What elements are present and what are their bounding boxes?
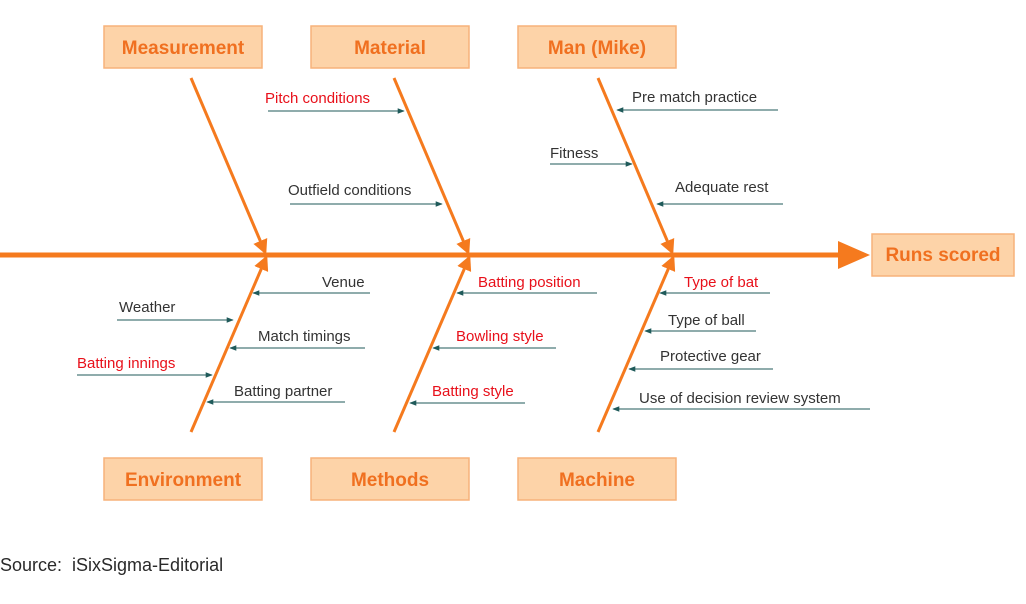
bone-methods <box>392 255 472 433</box>
category-box-methods: Methods <box>310 457 470 501</box>
category-box-man: Man (Mike) <box>517 25 677 69</box>
bone-environment <box>189 255 269 433</box>
category-label-man: Man (Mike) <box>548 38 646 59</box>
category-label-environment: Environment <box>125 470 242 491</box>
cause-label-batting-style: Batting style <box>432 383 514 400</box>
category-label-methods: Methods <box>351 470 429 491</box>
category-box-measurement: Measurement <box>103 25 263 69</box>
cause-label-batting-position: Batting position <box>478 274 581 291</box>
cause-label-match-timings: Match timings <box>258 328 351 345</box>
cause-label-type-of-bat: Type of bat <box>684 274 759 291</box>
cause-label-outfield-conditions: Outfield conditions <box>288 182 411 199</box>
category-label-material: Material <box>354 38 426 59</box>
cause-label-decision-review: Use of decision review system <box>639 390 841 407</box>
effect-box: Runs scored <box>871 233 1015 277</box>
cause-label-venue: Venue <box>322 274 365 291</box>
fishbone-diagram: Runs scored Measurement Material Man (Mi… <box>0 25 1015 501</box>
bone-man <box>596 77 675 255</box>
category-box-machine: Machine <box>517 457 677 501</box>
bone-machine <box>596 255 676 433</box>
cause-label-fitness: Fitness <box>550 145 598 162</box>
category-box-environment: Environment <box>103 457 263 501</box>
cause-label-bowling-style: Bowling style <box>456 328 544 345</box>
cause-label-batting-innings: Batting innings <box>77 355 175 372</box>
category-box-material: Material <box>310 25 470 69</box>
cause-label-adequate-rest: Adequate rest <box>675 179 769 196</box>
cause-label-pre-match-practice: Pre match practice <box>632 89 757 106</box>
spine-arrowhead <box>838 241 870 269</box>
bone-material <box>392 77 471 255</box>
category-label-measurement: Measurement <box>122 38 245 59</box>
cause-label-pitch-conditions: Pitch conditions <box>265 90 370 107</box>
cause-label-weather: Weather <box>119 299 175 316</box>
bone-measurement <box>189 77 268 255</box>
effect-label: Runs scored <box>885 245 1000 266</box>
category-label-machine: Machine <box>559 470 635 491</box>
cause-label-protective-gear: Protective gear <box>660 348 761 365</box>
cause-label-type-of-ball: Type of ball <box>668 312 745 329</box>
source-caption: Source: iSixSigma-Editorial <box>0 555 224 575</box>
cause-label-batting-partner: Batting partner <box>234 383 332 400</box>
